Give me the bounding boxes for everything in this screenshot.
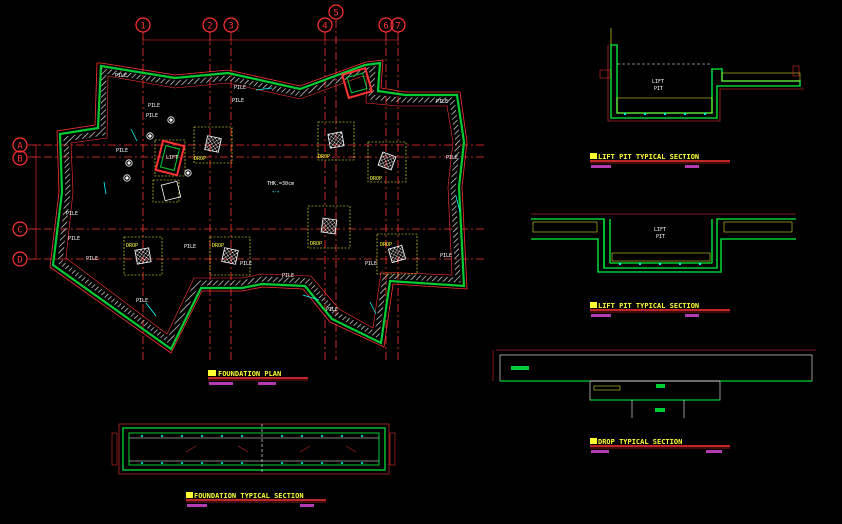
lift-pit-label: PIT bbox=[656, 234, 665, 240]
drop-label: DROP bbox=[380, 242, 392, 248]
pile-label: PILE bbox=[136, 298, 148, 304]
grid-bubble-col-7: 7 bbox=[390, 17, 406, 33]
lift-pit-2-title-block: LIFT PIT TYPICAL SECTION bbox=[590, 302, 730, 317]
drop-label: DROP bbox=[310, 241, 322, 247]
pile-label: PILE bbox=[116, 148, 128, 154]
pile-label: PILE bbox=[240, 261, 252, 267]
foundation-title: FOUNDATION TYPICAL SECTION bbox=[194, 492, 304, 500]
pile-label: PILE bbox=[66, 211, 78, 217]
plan-outline-outer bbox=[49, 59, 468, 354]
drop-label: DROP bbox=[194, 156, 206, 162]
pile-label: PILE bbox=[115, 73, 127, 79]
grid-bubble-col-1: 1 bbox=[135, 17, 151, 33]
lift-pit-label: PIT bbox=[654, 86, 663, 92]
plan-outline-inner bbox=[65, 75, 454, 335]
grid-col-label: 4 bbox=[322, 21, 327, 31]
grid-bubble-col-5: 5 bbox=[328, 4, 344, 20]
grid-bubble-col-6: 6 bbox=[378, 17, 394, 33]
plan-piles bbox=[123, 116, 192, 182]
grid-bubble-col-2: 2 bbox=[202, 17, 218, 33]
grid-col-label: 2 bbox=[207, 21, 212, 31]
grid-col-label: 5 bbox=[333, 8, 338, 18]
grid-bubble-row-a: A bbox=[12, 137, 28, 153]
grid-bubble-row-c: C bbox=[12, 221, 28, 237]
pile-label: PILE bbox=[184, 244, 196, 250]
lift-pit-2-title: LIFT PIT TYPICAL SECTION bbox=[598, 302, 699, 310]
lift-pit-1-title: LIFT PIT TYPICAL SECTION bbox=[598, 153, 699, 161]
drop-label: DROP bbox=[370, 176, 382, 182]
plan-wall-hatch bbox=[57, 65, 461, 345]
pile-label: PILE bbox=[148, 103, 160, 109]
grid-bubble-row-b: B bbox=[12, 150, 28, 166]
grid-col-label: 1 bbox=[140, 21, 145, 31]
drop-label: DROP bbox=[126, 243, 138, 249]
plan-pile-labels: PILE PILE PILE PILE PILE PILE PILE PILE … bbox=[66, 73, 458, 313]
grid-col-label: 3 bbox=[228, 21, 233, 31]
pile-label: PILE bbox=[232, 98, 244, 104]
foundation-section bbox=[111, 423, 396, 475]
pile-label: PILE bbox=[86, 256, 98, 262]
plan-lift-pit-1: LIFT bbox=[154, 139, 186, 177]
drop-section bbox=[492, 349, 816, 418]
grid-row-label: B bbox=[17, 154, 22, 164]
lift-pit-1-title-block: LIFT PIT TYPICAL SECTION bbox=[590, 153, 730, 168]
grid-bubble-col-4: 4 bbox=[317, 17, 333, 33]
plan-drop: DROP bbox=[367, 141, 407, 183]
pile-label: PILE bbox=[146, 113, 158, 119]
pile-label: PILE bbox=[234, 85, 246, 91]
plan-center-note: THK.=30cm bbox=[267, 181, 294, 187]
pile-label: PILE bbox=[440, 253, 452, 259]
pile-label: PILE bbox=[446, 155, 458, 161]
grid-bubbles-columns: 1 2 3 4 5 6 7 bbox=[135, 4, 406, 33]
grid-row-label: D bbox=[17, 255, 22, 265]
plan-lift-label: LIFT bbox=[166, 155, 178, 161]
plan-title: FOUNDATION PLAN bbox=[218, 370, 281, 378]
plan-lift-pit-3 bbox=[152, 179, 182, 203]
grid-bubble-row-d: D bbox=[12, 251, 28, 267]
foundation-title-block: FOUNDATION TYPICAL SECTION bbox=[186, 492, 326, 507]
lift-pit-section-1: LIFT PIT bbox=[599, 28, 804, 122]
pile-label: PILE bbox=[365, 261, 377, 267]
pile-label: PILE bbox=[68, 236, 80, 242]
drop-title-block: DROP TYPICAL SECTION bbox=[590, 438, 730, 453]
plan-drop: DROP bbox=[307, 205, 351, 249]
grid-col-label: 7 bbox=[395, 21, 400, 31]
grid-bubble-col-3: 3 bbox=[223, 17, 239, 33]
plan-wall bbox=[51, 61, 466, 351]
plan-drop: DROP bbox=[123, 236, 163, 276]
grid-bubbles-rows: A B C D bbox=[12, 137, 28, 267]
top-dimension-chain bbox=[142, 37, 399, 43]
foundation-plan: LIFT DROP DROP DROP DROP bbox=[49, 59, 468, 354]
plan-drop: DROP bbox=[376, 233, 418, 275]
plan-title-block: FOUNDATION PLAN bbox=[208, 370, 308, 385]
plan-drop: DROP bbox=[317, 121, 355, 161]
drop-label: DROP bbox=[318, 154, 330, 160]
plan-drop: DROP bbox=[209, 236, 251, 276]
grid-row-label: C bbox=[17, 225, 22, 235]
grid-row-label: A bbox=[17, 141, 23, 151]
plan-center-note-mark: +-+ bbox=[272, 189, 280, 194]
plan-lift-pit-2 bbox=[340, 66, 374, 100]
pile-label: PILE bbox=[326, 307, 338, 313]
drop-title: DROP TYPICAL SECTION bbox=[598, 438, 682, 446]
drop-label: DROP bbox=[212, 243, 224, 249]
pile-label: PILE bbox=[282, 273, 294, 279]
plan-cyan-markers bbox=[103, 87, 461, 317]
lift-pit-section-2: LIFT PIT bbox=[531, 213, 796, 273]
left-dimension-chain bbox=[33, 144, 39, 260]
pile-label: PILE bbox=[436, 99, 448, 105]
lift-pit-label: LIFT bbox=[652, 79, 664, 85]
lift-pit-label: LIFT bbox=[654, 227, 666, 233]
grid-col-label: 6 bbox=[383, 21, 388, 31]
plan-drop: DROP bbox=[193, 126, 233, 164]
